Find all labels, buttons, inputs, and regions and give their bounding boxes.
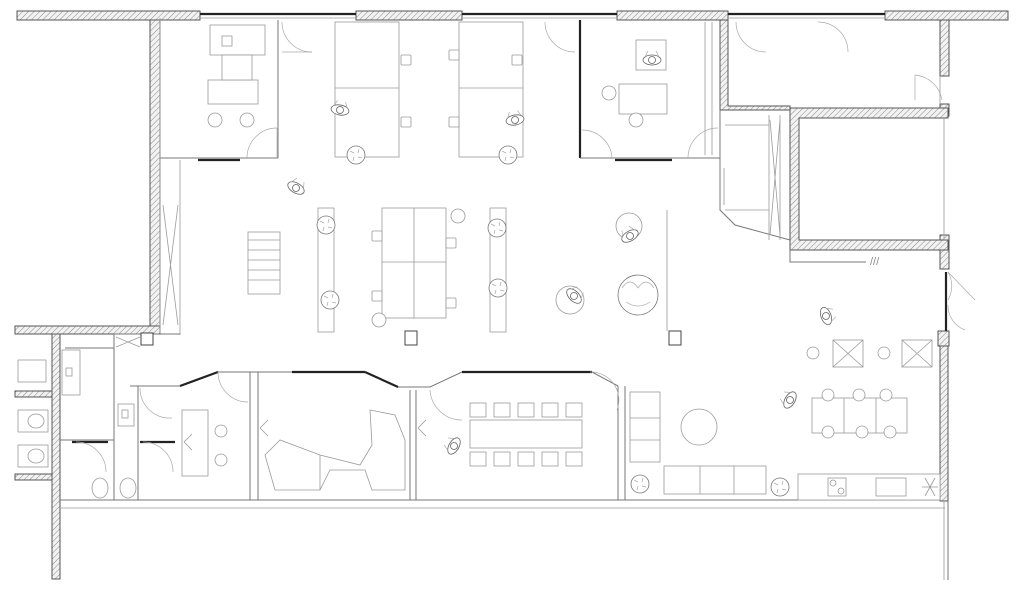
column-icon [404,330,418,346]
plant-icon [617,274,659,316]
structural-columns [140,168,725,346]
lounge-room-angular-sofa [217,371,406,491]
round-table-icon [680,408,718,446]
column-icon [140,332,154,346]
private-office-left [207,21,313,159]
exterior-walls [14,10,1009,580]
foosball-table-icon [247,231,281,295]
restrooms [17,349,175,500]
storage-room-walls: /// [719,107,949,268]
private-office-right [581,22,719,159]
meeting-room-long-table [417,389,583,467]
sink-icon [875,477,907,497]
interior-partitions [65,18,720,386]
toilet-icon [119,477,137,499]
window-glazing [200,12,885,19]
workstation-cluster-top [329,21,576,165]
kitchen-counter [797,473,941,501]
toilet-icon [91,477,109,499]
small-office-bottom [181,409,228,477]
door-swing-icon [246,127,278,159]
corner-room-doors [735,21,943,101]
sofa-icon [663,465,767,495]
column-icon [668,330,682,346]
window-marker-icon: /// [870,256,880,268]
lounge-kitchen [589,271,976,501]
open-plan-area [247,175,659,333]
meeting-chairs [469,402,583,467]
right-facade-lines [939,76,949,580]
meeting-room-walls [60,370,945,509]
